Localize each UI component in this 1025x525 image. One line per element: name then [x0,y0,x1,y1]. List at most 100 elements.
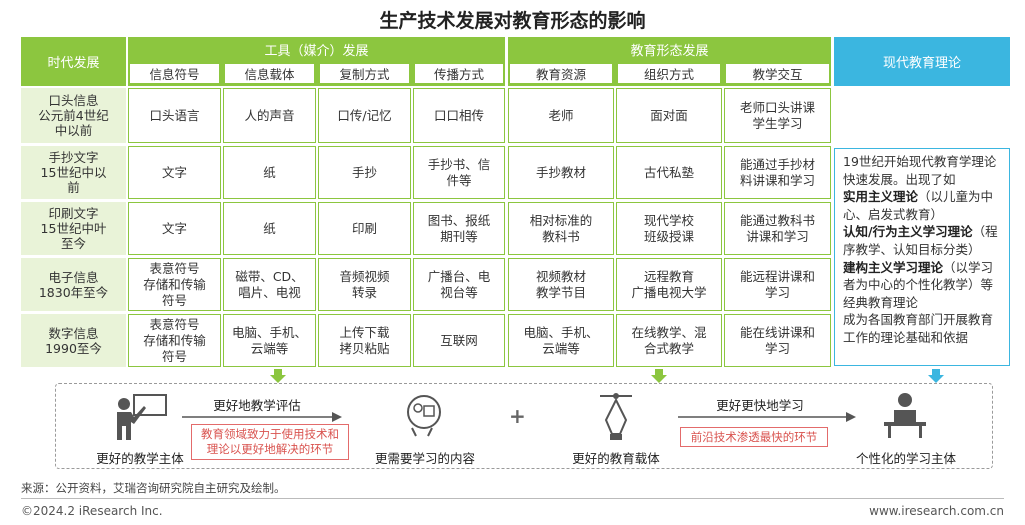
era-header: 时代发展 [21,37,126,86]
red-note-1: 教育领域致力于使用技术和 理论以更好地解决的环节 [191,424,349,460]
era-line: 手抄文字 [48,150,99,165]
cell-line: 合式教学 [643,340,694,356]
table-cell: 电脑、手机、云端等 [223,314,316,367]
cell-line: 电脑、手机、 [523,324,599,340]
era-line: 公元前4世纪 [38,108,109,123]
table-cell: 音频视频转录 [318,258,411,311]
table-cell: 能远程讲课和学习 [724,258,831,311]
column-header: 信息符号 [129,63,220,84]
footer-divider [21,498,1004,499]
website: www.iresearch.com.cn [869,504,1004,518]
era-line: 数字信息 [48,325,99,341]
table-cell: 视频教材教学节目 [508,258,614,311]
table-cell: 表意符号存储和传输符号 [128,258,221,311]
table-cell: 纸 [223,202,316,255]
cell-line: 纸 [263,220,276,236]
arrow2-label: 更好更快地学习 [716,398,804,413]
arrow1-label: 更好地教学评估 [213,398,301,413]
table-cell: 面对面 [616,88,722,143]
plus-sign: + [509,404,526,428]
cell-line: 讲课和学习 [746,228,809,244]
flow-carrier-label: 更好的教育载体 [572,451,660,466]
cell-line: 在线教学、混 [631,324,707,340]
cell-line: 料讲课和学习 [739,172,815,188]
table-cell: 图书、报纸期刊等 [413,202,505,255]
table-cell: 口头语言 [128,88,221,143]
cell-line: 能远程讲课和 [739,268,815,284]
table-cell: 古代私塾 [616,146,722,199]
table-cell: 手抄教材 [508,146,614,199]
right-arrow-icon [678,412,856,422]
content-icon [407,395,441,437]
table-cell: 能在线讲课和学习 [724,314,831,367]
down-arrow-icon [928,369,944,383]
table-cell: 手抄 [318,146,411,199]
cell-line: 教科书 [542,228,580,244]
table-cell: 远程教育广播电视大学 [616,258,722,311]
red-note-1-line2: 理论以更好地解决的环节 [206,442,334,456]
era-line: 1830年至今 [38,284,109,300]
table-cell: 人的声音 [223,88,316,143]
right-arrow-icon [182,412,342,422]
era-line: 中以前 [54,123,93,138]
column-header: 教学交互 [725,63,830,84]
flow-teacher-label: 更好的教学主体 [96,451,184,466]
cell-line: 班级授课 [643,228,694,244]
column-header: 复制方式 [319,63,410,84]
cell-line: 手抄教材 [535,164,586,180]
cell-line: 视频教材 [535,268,586,284]
era-line: 1990至今 [45,340,102,356]
theory-cognitive-note: （程序教学、认知目标分类） [843,224,998,257]
source-note: 来源：公开资料，艾瑞咨询研究院自主研究及绘制。 [21,481,286,495]
cell-line: 印刷 [351,220,377,236]
cell-line: 学习 [764,284,790,300]
cell-line: 能通过教科书 [739,212,815,228]
down-arrow-icon [651,369,667,383]
theory-intro: 19世纪开始现代教育学理论快速发展。出现了如 [843,154,997,187]
cell-line: 口头语言 [149,107,200,123]
cell-line: 广播电视大学 [631,284,707,300]
flow-learner-label: 个性化的学习主体 [855,451,956,466]
flow-content-label: 更需要学习的内容 [374,451,475,466]
down-arrow-icon [270,369,286,383]
cell-line: 相对标准的 [529,212,593,228]
cell-line: 远程教育 [643,268,694,284]
student-icon [884,393,926,438]
pen-icon [600,393,632,440]
cell-line: 面对面 [650,107,688,123]
cell-line: 老师口头讲课 [739,99,815,115]
era-line: 口头信息 [48,93,99,108]
table-cell: 能通过教科书讲课和学习 [724,202,831,255]
table-cell: 上传下载拷贝粘贴 [318,314,411,367]
cell-line: 符号 [161,348,187,364]
cell-line: 视台等 [440,284,478,300]
table-cell: 广播台、电视台等 [413,258,505,311]
theory-constructivism-note: （以学习者为中心的个性化教学） [843,259,994,293]
column-header: 教育资源 [509,63,613,84]
flow-container [55,383,993,469]
cell-line: 现代学校 [643,212,694,228]
table-cell: 文字 [128,146,221,199]
table-cell: 手抄书、信件等 [413,146,505,199]
cell-line: 电脑、手机、 [231,324,307,340]
tools-group-header: 工具（媒介）发展 [128,37,505,61]
cell-line: 存储和传输 [143,332,206,348]
column-header: 传播方式 [414,63,504,84]
cell-line: 图书、报纸 [427,212,491,228]
theory-tail: 等经典教育理论 [843,277,994,310]
cell-line: 期刊等 [440,228,478,244]
cell-line: 能在线讲课和 [739,324,815,340]
page-title: 生产技术发展对教育形态的影响 [379,10,646,32]
cell-line: 学习 [764,340,790,356]
table-cell: 电脑、手机、云端等 [508,314,614,367]
theory-box: 19世纪开始现代教育学理论快速发展。出现了如 实用主义理论（以儿童为中心、启发式… [834,148,1010,366]
cell-line: 纸 [263,164,276,180]
cell-line: 表意符号 [149,316,200,332]
cell-line: 拷贝粘贴 [339,340,390,356]
theory-pragmatism: 实用主义理论 [843,189,919,205]
teacher-icon [117,394,167,440]
cell-line: 老师 [548,107,574,123]
